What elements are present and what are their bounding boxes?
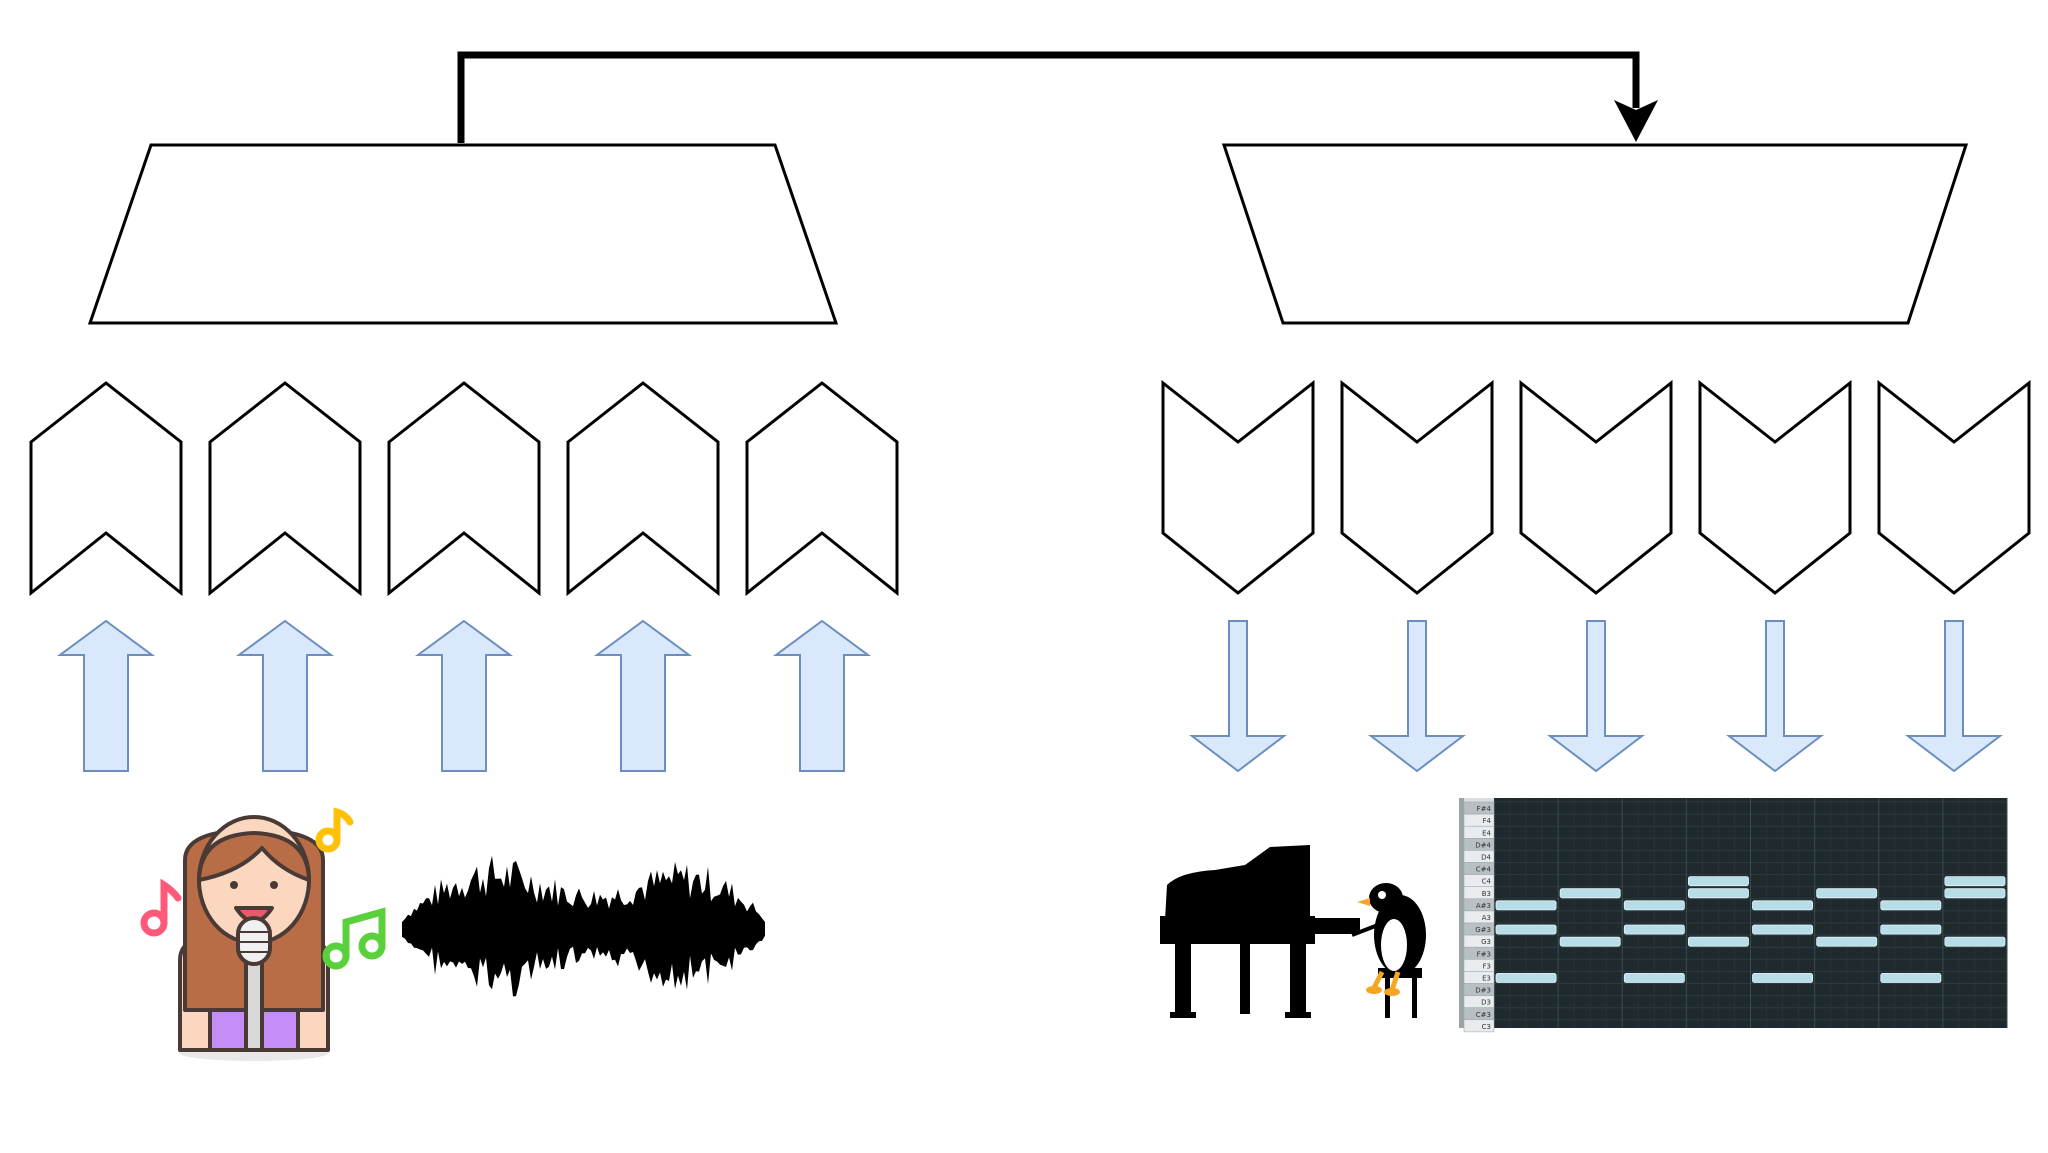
decoder-token-4 xyxy=(1698,379,1852,595)
encoder-token-2 xyxy=(208,381,362,597)
music-note-icon xyxy=(315,807,354,853)
output-flow-arrows xyxy=(1189,620,2003,773)
connector-arrowhead xyxy=(1614,100,1658,142)
encoder-block xyxy=(87,143,839,325)
piano-roll-note xyxy=(1687,888,1749,899)
encoder-decoder-connector xyxy=(457,51,1658,143)
piano-roll-note xyxy=(1623,900,1685,911)
piano-key-label: D4 xyxy=(1481,854,1491,862)
piano-icon xyxy=(1160,845,1360,1018)
piano-key xyxy=(1463,1019,1495,1033)
encoder-token-1 xyxy=(29,381,183,597)
piano-roll-note xyxy=(1816,936,1878,947)
up-arrow-icon xyxy=(235,619,335,772)
piano-key-label: G3 xyxy=(1481,938,1491,946)
up-arrow-icon xyxy=(56,619,156,772)
piano-roll-note xyxy=(1687,936,1749,947)
waveform-icon xyxy=(402,855,765,997)
piano-roll-note xyxy=(1880,924,1942,935)
connector-line xyxy=(457,51,1640,143)
up-arrow-icon xyxy=(593,619,693,772)
encoder-tokens xyxy=(29,381,899,597)
input-flow-arrows xyxy=(56,619,872,772)
piano-roll-note xyxy=(1623,924,1685,935)
piano-key-label: F4 xyxy=(1483,817,1492,825)
piano-key-label: E4 xyxy=(1482,829,1491,837)
down-arrow-icon xyxy=(1368,620,1466,773)
piano-roll-grid xyxy=(1493,798,2008,1028)
up-arrow-icon xyxy=(772,619,872,772)
piano-roll-note xyxy=(1495,924,1557,935)
piano-roll-note xyxy=(1944,876,2006,887)
piano-roll-icon: F#4F4E4D#4D4C#4C4B3A#3A3G#3G3F#3F3E3D#3D… xyxy=(1459,798,2008,1033)
encoder-token-3 xyxy=(387,381,541,597)
piano-roll-note xyxy=(1495,973,1557,983)
decoder-token-1 xyxy=(1161,379,1315,595)
piano-roll-note xyxy=(1623,973,1685,983)
piano-roll-note xyxy=(1944,888,2006,899)
piano-key-label: C3 xyxy=(1482,1023,1491,1031)
piano-roll-note xyxy=(1559,936,1621,947)
piano-roll-note xyxy=(1880,973,1942,983)
piano-roll-note xyxy=(1752,900,1814,911)
up-arrow-icon xyxy=(414,619,514,772)
piano-roll-note xyxy=(1559,888,1621,899)
decoder-token-5 xyxy=(1877,379,2031,595)
decoder-token-3 xyxy=(1519,379,1673,595)
piano-key-label: C4 xyxy=(1482,878,1492,886)
piano-key-label: D3 xyxy=(1481,999,1491,1007)
piano-roll-note xyxy=(1944,936,2006,947)
decoder-token-2 xyxy=(1340,379,1494,595)
piano-roll-note xyxy=(1752,924,1814,935)
piano-roll-keys: F#4F4E4D#4D4C#4C4B3A#3A3G#3G3F#3F3E3D#3D… xyxy=(1463,801,1495,1033)
decoder-tokens xyxy=(1161,379,2031,595)
piano-key-label: F3 xyxy=(1483,962,1491,970)
down-arrow-icon xyxy=(1905,620,2003,773)
down-arrow-icon xyxy=(1189,620,1287,773)
piano-roll-note xyxy=(1687,876,1749,887)
encoder-token-5 xyxy=(745,381,899,597)
penguin-icon xyxy=(1351,883,1426,1018)
decoder-block xyxy=(1221,143,1969,325)
piano-roll-notes xyxy=(1495,876,2006,983)
piano-key-label: C#3 xyxy=(1476,1011,1491,1019)
piano-key-label: B3 xyxy=(1482,890,1491,898)
piano-key-label: D#4 xyxy=(1475,841,1491,849)
music-note-icon xyxy=(322,907,386,970)
down-arrow-icon xyxy=(1547,620,1645,773)
music-note-icon xyxy=(140,878,182,937)
piano-key-label: D#3 xyxy=(1475,987,1491,995)
singer-icon xyxy=(178,815,330,1061)
piano-roll-note xyxy=(1495,900,1557,911)
piano-key-label: A#3 xyxy=(1476,902,1491,910)
piano-roll-note xyxy=(1816,888,1878,899)
piano-key-label: F#4 xyxy=(1477,805,1492,813)
piano-key-label: G#3 xyxy=(1475,926,1491,934)
encoder-token-4 xyxy=(566,381,720,597)
piano-key-label: E3 xyxy=(1482,975,1491,983)
piano-key-label: A3 xyxy=(1482,914,1491,922)
piano-key-label: C#4 xyxy=(1476,866,1492,874)
piano-roll-note xyxy=(1880,900,1942,911)
piano-key-label: F#3 xyxy=(1477,950,1491,958)
down-arrow-icon xyxy=(1726,620,1824,773)
piano-roll-note xyxy=(1752,973,1814,983)
